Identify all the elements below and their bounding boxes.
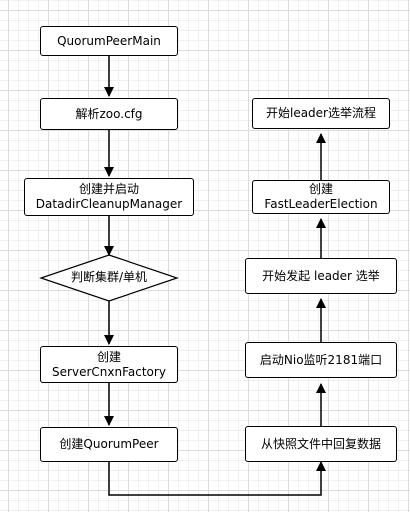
node-label: 启动Nio监听2181端口 [259,352,383,367]
node-label-line2: ServerCnxnFactory [52,364,166,379]
node-label-line1: 创建 [96,349,121,364]
decision-diamond [39,254,179,302]
decision-label: 判断集群/单机 [70,270,148,284]
node-label-line1: 创建并启动 [78,182,139,196]
node-label: 开始leader选举流程 [265,106,376,120]
node-label-line2: FastLeaderElection [264,197,378,211]
node-restore-from-snapshot: 从快照文件中回复数据 [245,426,397,462]
node-label: 开始发起 leader 选举 [262,268,380,283]
node-create-fast-leader-election: 创建 FastLeaderElection [252,180,390,214]
node-create-quorum-peer: 创建QuorumPeer [40,427,178,462]
node-leader-election-flow: 开始leader选举流程 [252,98,390,129]
node-start-leader-election: 开始发起 leader 选举 [245,258,397,294]
node-start-cleanup-manager: 创建并启动 DatadirCleanupManager [24,178,194,216]
node-label: 创建QuorumPeer [59,437,159,451]
node-parse-config: 解析zoo.cfg [40,98,178,130]
node-label: QuorumPeerMain [57,33,161,48]
node-label-line1: 创建 [308,182,333,196]
node-label: 解析zoo.cfg [75,106,143,121]
node-create-server-cnxn-factory: 创建 ServerCnxnFactory [40,346,178,383]
edge-n6-n7 [108,461,326,496]
node-start-nio-listener: 启动Nio监听2181端口 [245,342,397,378]
node-label-line2: DatadirCleanupManager [35,197,183,211]
node-label: 从快照文件中回复数据 [260,436,381,451]
node-quorum-peer-main: QuorumPeerMain [40,26,178,56]
